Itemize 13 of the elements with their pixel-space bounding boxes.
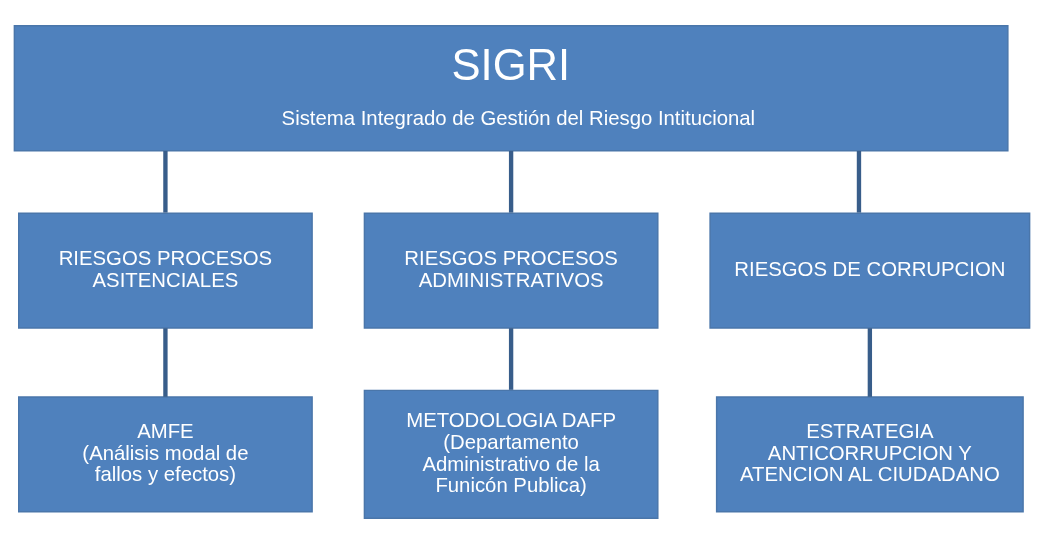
connector (163, 327, 168, 397)
node-box: ESTRATEGIA ANTICORRUPCION Y ATENCION AL CIUDADANO (715, 395, 1024, 512)
node-box: RIESGOS PROCESOS ADMINISTRATIVOS (363, 211, 659, 329)
node-box: AMFE (Análisis modal de fallos y efectos) (18, 395, 313, 512)
connector (508, 327, 514, 390)
node-box: METODOLOGIA DAFP (Departamento Administrativo de la Funicón Publica) (363, 389, 659, 519)
connector (856, 150, 862, 213)
node-box: SIGRI Sistema Integrado de Gestión del Riesgo Intitucional (13, 24, 1009, 151)
connector (867, 327, 873, 397)
connector (508, 150, 514, 213)
connector (163, 150, 168, 213)
node-box: RIESGOS PROCESOS ASITENCIALES (18, 211, 313, 329)
node-box: RIESGOS DE CORRUPCION (709, 211, 1031, 329)
